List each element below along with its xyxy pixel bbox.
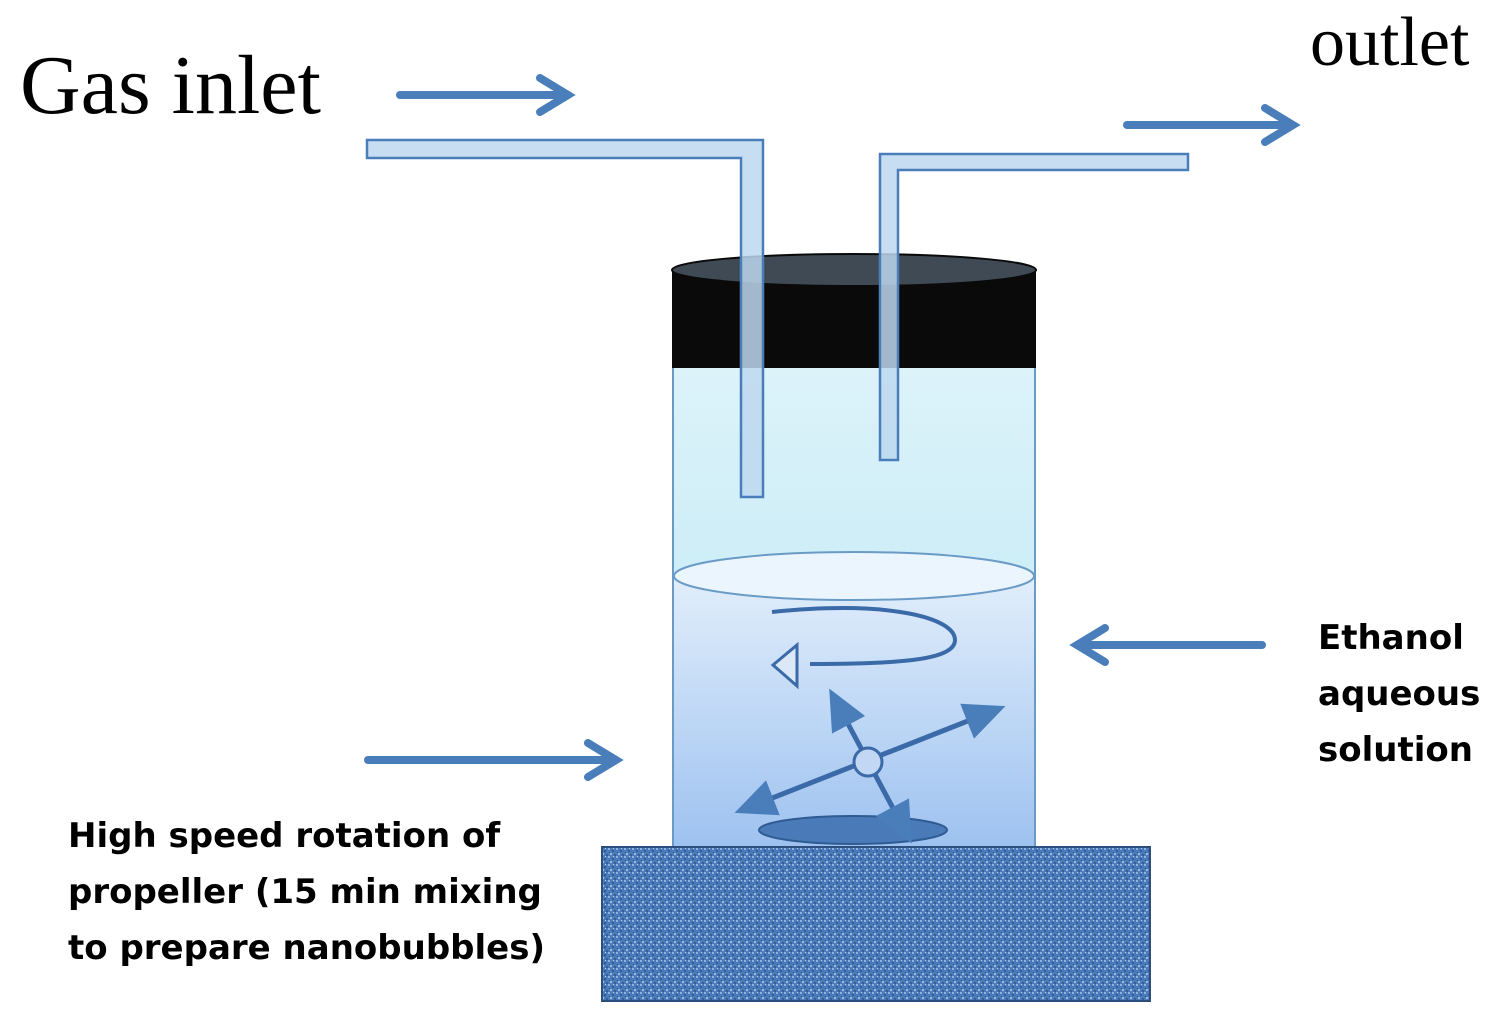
propeller-icon	[734, 688, 1006, 844]
container-cap-top	[671, 253, 1037, 287]
liquid	[674, 578, 1034, 846]
stirrer-base	[601, 846, 1151, 1002]
propeller-rotation-label: High speed rotation of propeller (15 min…	[68, 808, 545, 976]
outlet-label: outlet	[1310, 4, 1470, 81]
gas-inlet-label: Gas inlet	[20, 39, 321, 132]
ethanol-solution-label: Ethanol aqueous solution	[1318, 610, 1480, 778]
ethanol-label-line-1: Ethanol	[1318, 618, 1464, 658]
ethanol-label-line-3: solution	[1318, 730, 1473, 770]
propeller-label-line-1: High speed rotation of	[68, 816, 501, 856]
liquid-surface	[673, 551, 1035, 601]
stir-disc	[758, 815, 948, 845]
rotation-arrow-icon	[770, 606, 958, 690]
inlet-tube	[365, 138, 765, 499]
ethanol-label-line-2: aqueous	[1318, 674, 1481, 714]
propeller-label-line-2: propeller (15 min mixing	[68, 872, 542, 912]
outlet-tube	[878, 152, 1190, 462]
propeller-label-line-3: to prepare nanobubbles)	[68, 928, 545, 968]
right-arrow-icon	[364, 74, 1301, 781]
